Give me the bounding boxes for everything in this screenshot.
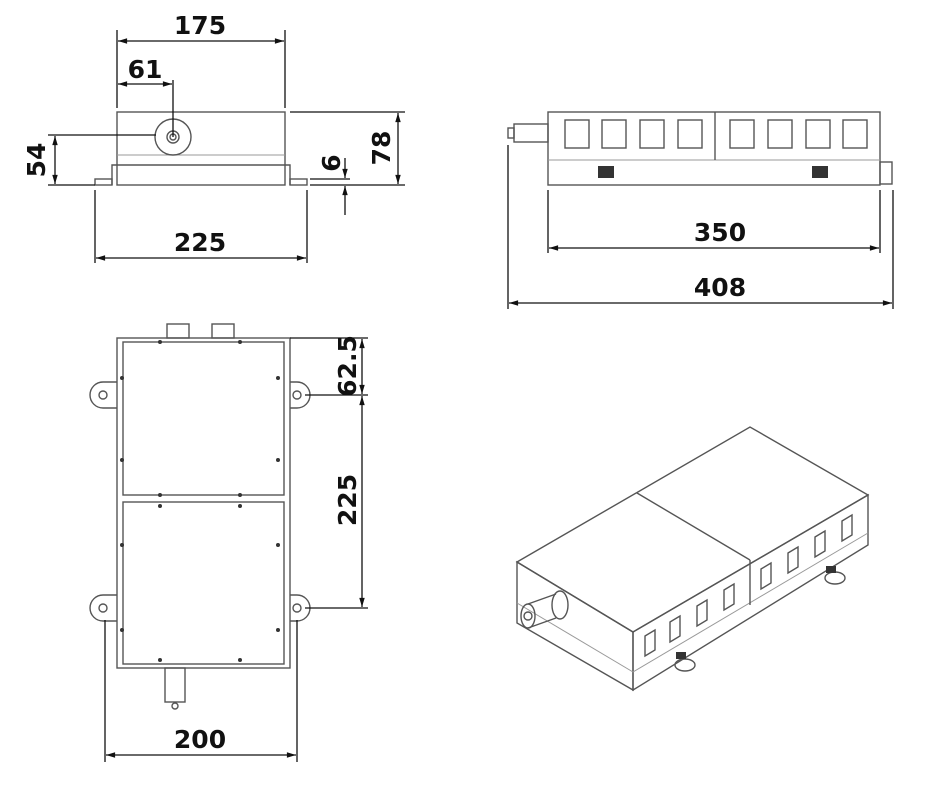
top-view: 62.5 225 200	[89, 323, 368, 762]
dim-54: 54	[22, 143, 51, 178]
dim-350: 350	[694, 218, 746, 247]
dim-200: 200	[174, 725, 226, 754]
dim-225-base: 225	[174, 228, 226, 257]
front-view: 175 61 54 78 6 225	[22, 11, 405, 263]
dim-225-ears: 225	[333, 474, 362, 526]
dim-6: 6	[317, 154, 346, 171]
dim-61: 61	[128, 55, 163, 84]
dim-408: 408	[694, 273, 746, 302]
dim-175: 175	[174, 11, 226, 40]
cylinder-connector-icon	[520, 590, 569, 629]
dim-78: 78	[367, 131, 396, 166]
side-view: 350 408	[507, 111, 894, 309]
isometric-view	[515, 426, 870, 692]
dim-62-5: 62.5	[333, 335, 362, 397]
terminal-icon	[598, 166, 828, 178]
